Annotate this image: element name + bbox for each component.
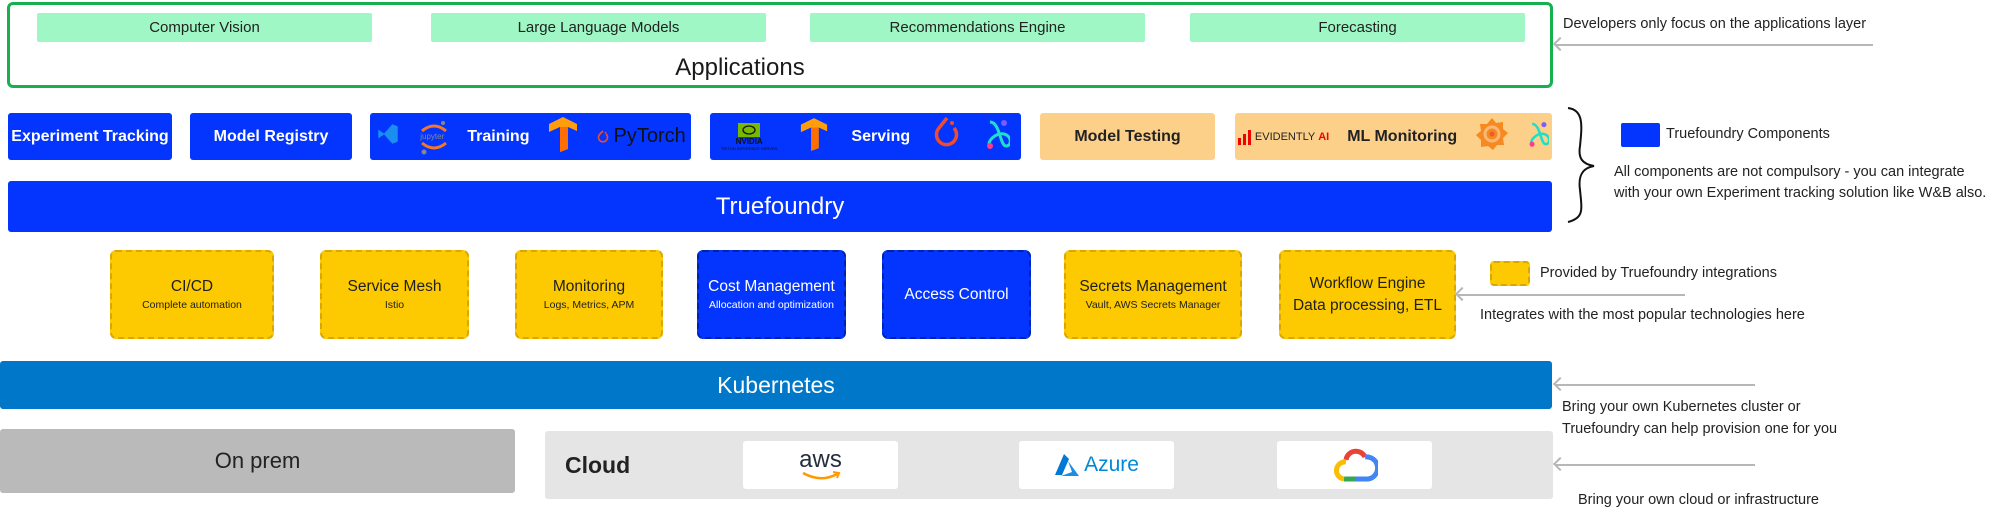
app-large-language-models[interactable]: Large Language Models bbox=[431, 13, 766, 42]
component-label: Serving bbox=[851, 127, 911, 145]
seldon-icon bbox=[1527, 119, 1551, 154]
evidently-text: EVIDENTLY bbox=[1254, 130, 1316, 143]
integration-title: Access Control bbox=[904, 285, 1009, 303]
provider-google-cloud[interactable] bbox=[1277, 441, 1432, 489]
components-note-line2: with your own Experiment tracking soluti… bbox=[1614, 185, 1987, 201]
integration-subtitle: Logs, Metrics, APM bbox=[543, 299, 635, 311]
app-label: Recommendations Engine bbox=[889, 19, 1066, 36]
arrow-left-icon bbox=[1457, 294, 1685, 296]
kubernetes-label: Kubernetes bbox=[717, 371, 835, 398]
arrow-left-icon bbox=[1555, 384, 1755, 386]
integration-access-control[interactable]: Access Control bbox=[882, 250, 1031, 339]
pytorch-icon bbox=[598, 129, 609, 143]
integration-service-mesh[interactable]: Service Mesh Istio bbox=[320, 250, 469, 339]
kubernetes-note-line2: Truefoundry can help provision one for y… bbox=[1562, 421, 1838, 437]
nvidia-triton-icon: NVIDIA TRITON INFERENCE SERVER bbox=[720, 122, 778, 151]
integration-workflow-engine[interactable]: Workflow Engine Data processing, ETL bbox=[1279, 250, 1456, 339]
component-label: Training bbox=[467, 127, 530, 145]
on-prem-box[interactable]: On prem bbox=[0, 429, 515, 493]
integration-subtitle: Allocation and optimization bbox=[709, 299, 834, 311]
integration-title: Secrets Management bbox=[1079, 278, 1227, 295]
tensorflow-icon bbox=[799, 117, 829, 156]
integration-subtitle: Data processing, ETL bbox=[1292, 296, 1443, 314]
integration-title: Cost Management bbox=[708, 278, 835, 295]
grafana-icon bbox=[1475, 116, 1509, 157]
pytorch-flame-icon bbox=[932, 116, 962, 157]
kubernetes-layer[interactable]: Kubernetes bbox=[0, 361, 1552, 409]
pytorch-text: PyTorch bbox=[613, 125, 686, 147]
component-label: Model Testing bbox=[1074, 127, 1181, 145]
cloud-note: Bring your own cloud or infrastructure bbox=[1578, 492, 1819, 508]
arrow-left-icon bbox=[1555, 44, 1873, 46]
legend-truefoundry-swatch bbox=[1621, 123, 1660, 147]
cloud-label: Cloud bbox=[565, 451, 631, 478]
triton-text: TRITON INFERENCE SERVER bbox=[720, 145, 778, 151]
truefoundry-label: Truefoundry bbox=[715, 192, 845, 220]
tensorflow-icon bbox=[547, 116, 579, 157]
arrow-left-icon bbox=[1555, 464, 1755, 466]
ml-monitoring-component[interactable]: EVIDENTLY AI ML Monitoring bbox=[1235, 113, 1552, 160]
component-label: Experiment Tracking bbox=[11, 127, 169, 145]
serving-component[interactable]: NVIDIA TRITON INFERENCE SERVER Serving bbox=[710, 113, 1021, 160]
provider-azure[interactable]: Azure bbox=[1019, 441, 1174, 489]
seldon-icon bbox=[984, 118, 1012, 155]
app-label: Large Language Models bbox=[517, 19, 680, 36]
model-registry-component[interactable]: Model Registry bbox=[190, 113, 352, 160]
cloud-box: Cloud aws Azure bbox=[545, 431, 1553, 499]
jupyter-icon: jupyter bbox=[419, 119, 449, 155]
aws-text: aws bbox=[799, 446, 842, 473]
provider-aws[interactable]: aws bbox=[743, 441, 898, 489]
nvidia-text: NVIDIA bbox=[735, 136, 763, 146]
curly-brace-icon bbox=[1567, 107, 1595, 223]
google-cloud-icon bbox=[1333, 448, 1378, 482]
integration-cost-management[interactable]: Cost Management Allocation and optimizat… bbox=[697, 250, 846, 339]
azure-text: Azure bbox=[1084, 453, 1139, 476]
integration-monitoring[interactable]: Monitoring Logs, Metrics, APM bbox=[515, 250, 663, 339]
app-forecasting[interactable]: Forecasting bbox=[1190, 13, 1525, 42]
integration-title: Service Mesh bbox=[347, 278, 442, 295]
aws-icon: aws bbox=[799, 446, 842, 481]
evidently-ai-icon: EVIDENTLY AI bbox=[1237, 129, 1330, 145]
app-computer-vision[interactable]: Computer Vision bbox=[37, 13, 372, 42]
model-testing-component[interactable]: Model Testing bbox=[1040, 113, 1215, 160]
kubernetes-note-line1: Bring your own Kubernetes cluster or bbox=[1562, 399, 1801, 415]
legend-integrations-label: Provided by Truefoundry integrations bbox=[1540, 265, 1777, 281]
integration-secrets-management[interactable]: Secrets Management Vault, AWS Secrets Ma… bbox=[1064, 250, 1242, 339]
integration-title: Workflow Engine bbox=[1309, 274, 1426, 292]
azure-icon bbox=[1055, 454, 1080, 476]
legend-integrations-swatch bbox=[1490, 261, 1530, 286]
pytorch-logo: PyTorch bbox=[597, 125, 686, 148]
on-prem-label: On prem bbox=[214, 448, 301, 473]
integration-title: Monitoring bbox=[552, 278, 626, 295]
app-label: Computer Vision bbox=[149, 19, 260, 36]
applications-note: Developers only focus on the application… bbox=[1563, 16, 1867, 32]
components-note-line1: All components are not compulsory - you … bbox=[1614, 164, 1965, 180]
component-label: ML Monitoring bbox=[1347, 127, 1458, 145]
evidently-ai-text: AI bbox=[1318, 130, 1330, 143]
component-label: Model Registry bbox=[213, 127, 329, 145]
app-label: Forecasting bbox=[1318, 19, 1397, 36]
vscode-icon bbox=[375, 121, 401, 152]
jupyter-text: jupyter bbox=[420, 131, 445, 141]
integration-ci-cd[interactable]: CI/CD Complete automation bbox=[110, 250, 274, 339]
integration-title: CI/CD bbox=[170, 278, 214, 295]
applications-layer bbox=[7, 2, 1553, 88]
integration-subtitle: Complete automation bbox=[142, 299, 242, 311]
integration-subtitle: Istio bbox=[384, 299, 405, 311]
app-recommendations-engine[interactable]: Recommendations Engine bbox=[810, 13, 1145, 42]
legend-truefoundry-label: Truefoundry Components bbox=[1666, 126, 1830, 142]
applications-title: Applications bbox=[675, 54, 805, 81]
integration-subtitle: Vault, AWS Secrets Manager bbox=[1085, 299, 1221, 311]
experiment-tracking-component[interactable]: Experiment Tracking bbox=[8, 113, 172, 160]
training-component[interactable]: jupyter Training PyTorch bbox=[370, 113, 691, 160]
integrations-note: Integrates with the most popular technol… bbox=[1480, 307, 1805, 323]
truefoundry-layer[interactable]: Truefoundry bbox=[8, 181, 1552, 232]
